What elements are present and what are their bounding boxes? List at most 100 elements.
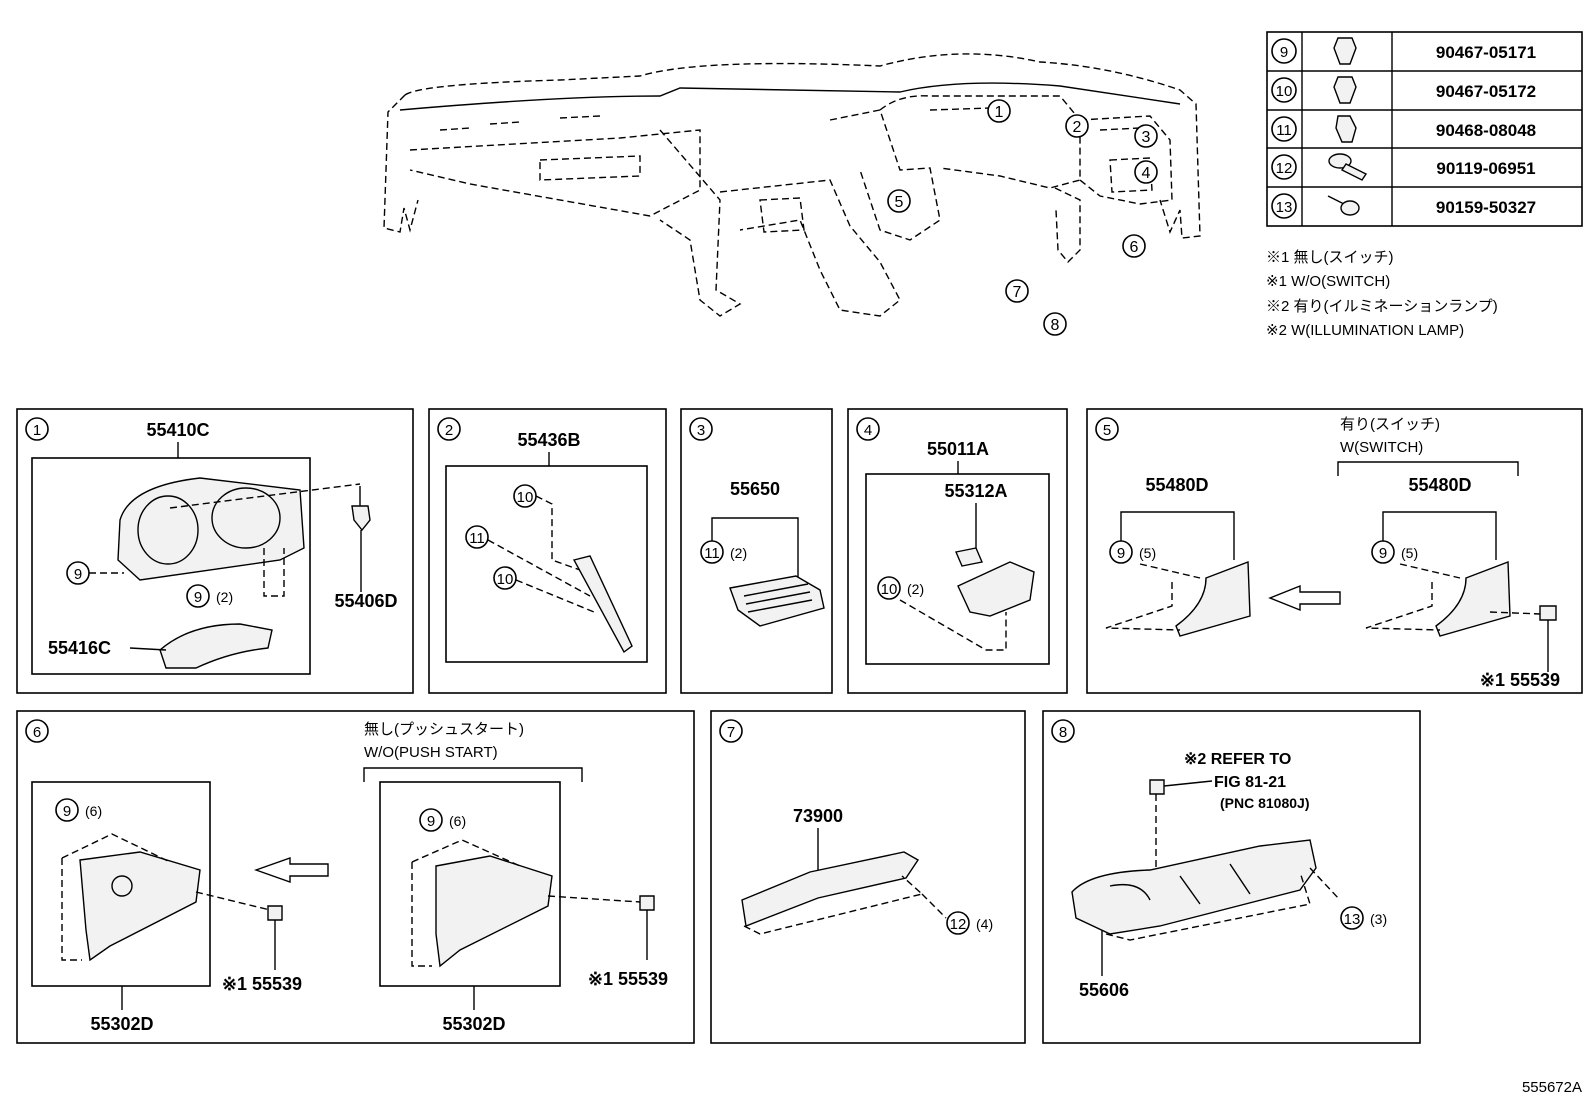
svg-text:2: 2 (445, 422, 453, 439)
svg-text:9: 9 (74, 566, 82, 583)
clip-part (351, 505, 371, 532)
refer-note: ※2 REFER TO (1184, 751, 1291, 768)
part-label: 55650 (730, 479, 780, 499)
svg-text:9: 9 (1117, 545, 1125, 562)
panel-3: 3 55650 11 (2) (680, 408, 833, 694)
part-label: 55436B (517, 430, 580, 450)
clip-icon (1333, 37, 1357, 65)
panel-8: 8 ※2 REFER TO FIG 81-21 (PNC 81080J) 13 … (1042, 710, 1421, 1044)
overview-callout-1: 1 (987, 99, 1011, 123)
panel-2: 2 55436B 10 11 10 (428, 408, 667, 694)
part-label: ※1 55539 (222, 974, 302, 994)
switch-base-part (955, 547, 983, 567)
svg-text:(5): (5) (1139, 545, 1156, 561)
overview-callout-6: 6 (1122, 234, 1146, 258)
refer-note: FIG 81-21 (1214, 774, 1286, 791)
condition-label: 無し(プッシュスタート) (364, 721, 524, 738)
svg-text:9: 9 (63, 803, 71, 820)
fastener-parts-table (1266, 31, 1583, 227)
part-label: 55480D (1408, 475, 1471, 495)
table-ref: 10 (1276, 83, 1293, 100)
svg-text:13: 13 (1344, 911, 1361, 928)
part-label: 55011A (927, 439, 989, 459)
table-part-number: 90467-05172 (1436, 82, 1536, 101)
arrow-icon (253, 857, 329, 883)
trim-strip-part (572, 555, 633, 654)
part-label: 55606 (1079, 980, 1129, 1000)
svg-text:1: 1 (995, 104, 1004, 121)
svg-text:(6): (6) (449, 813, 466, 829)
table-row: 11 90468-08048 (1271, 115, 1536, 143)
garnish-left-part (1175, 560, 1251, 637)
svg-text:7: 7 (1013, 284, 1022, 301)
panel-6: 6 無し(プッシュスタート) W/O(PUSH START) 9 (6) ※1 … (16, 710, 695, 1044)
undercover-part (1071, 839, 1317, 935)
switch-part (267, 905, 283, 921)
lamp-socket-part (1149, 779, 1165, 795)
overview-callout-7: 7 (1005, 279, 1029, 303)
condition-label: W/O(PUSH START) (364, 744, 498, 761)
svg-text:1: 1 (33, 422, 41, 439)
part-label: 55406D (334, 591, 397, 611)
svg-text:4: 4 (864, 422, 872, 439)
table-row: 13 90159-50327 (1271, 193, 1536, 219)
clip-icon (1335, 115, 1357, 143)
svg-text:4: 4 (1142, 165, 1151, 182)
table-ref: 9 (1280, 44, 1288, 61)
note-line: ※1 W/O(SWITCH) (1266, 273, 1390, 290)
part-label: 55302D (90, 1014, 153, 1034)
table-part-number: 90467-05171 (1436, 43, 1536, 62)
part-label: 55480D (1145, 475, 1208, 495)
part-label: 55410C (146, 420, 209, 440)
bolt-icon (1328, 153, 1368, 181)
svg-text:6: 6 (33, 724, 41, 741)
svg-text:7: 7 (727, 724, 735, 741)
svg-text:8: 8 (1051, 317, 1060, 334)
note-line: ※1 無し(スイッチ) (1266, 249, 1394, 266)
table-row: 9 90467-05171 (1271, 37, 1536, 65)
part-label: ※1 55539 (588, 969, 668, 989)
svg-text:3: 3 (1142, 129, 1151, 146)
table-ref: 12 (1276, 160, 1293, 177)
lower-panel-right-part (435, 855, 553, 968)
svg-text:(6): (6) (85, 803, 102, 819)
garnish-right-part (1435, 560, 1511, 637)
table-row: 12 90119-06951 (1271, 153, 1536, 181)
svg-text:(2): (2) (907, 581, 924, 597)
switch-part (1539, 605, 1557, 621)
svg-text:9: 9 (194, 589, 202, 606)
arrow-icon (1268, 584, 1341, 612)
condition-label: 有り(スイッチ) (1340, 416, 1440, 433)
part-label: 55302D (442, 1014, 505, 1034)
panel-1: 1 55410C 55406D 9 9 (2) 55416C (16, 408, 414, 694)
svg-text:11: 11 (469, 530, 485, 547)
clip-icon (1333, 76, 1357, 104)
svg-text:12: 12 (950, 916, 967, 933)
panel-7: 7 73900 12 (4) (710, 710, 1026, 1044)
svg-text:9: 9 (427, 813, 435, 830)
svg-text:9: 9 (1379, 545, 1387, 562)
svg-text:3: 3 (697, 422, 705, 439)
table-part-number: 90119-06951 (1436, 159, 1535, 178)
overview-callout-3: 3 (1134, 124, 1158, 148)
cluster-panel-part (117, 477, 305, 581)
svg-text:2: 2 (1073, 119, 1082, 136)
overview-callout-8: 8 (1043, 312, 1067, 336)
lower-trim-part (957, 561, 1035, 617)
figure-id: 555672A (1522, 1079, 1582, 1096)
svg-text:10: 10 (517, 489, 534, 506)
panel-5: 5 有り(スイッチ) W(SWITCH) 55480D 9 (5) 55480D… (1086, 408, 1583, 694)
note-line: ※2 W(ILLUMINATION LAMP) (1266, 322, 1464, 339)
refer-note: (PNC 81080J) (1220, 795, 1310, 811)
svg-text:10: 10 (497, 571, 514, 588)
overview-callout-2: 2 (1065, 114, 1089, 138)
part-label: 55416C (48, 638, 111, 658)
svg-text:11: 11 (704, 545, 720, 562)
switch-part (639, 895, 655, 911)
table-part-number: 90159-50327 (1436, 198, 1536, 217)
part-label: 55312A (944, 481, 1007, 501)
part-label: 73900 (793, 806, 843, 826)
screw-icon (1327, 195, 1360, 216)
svg-text:(2): (2) (216, 589, 233, 605)
